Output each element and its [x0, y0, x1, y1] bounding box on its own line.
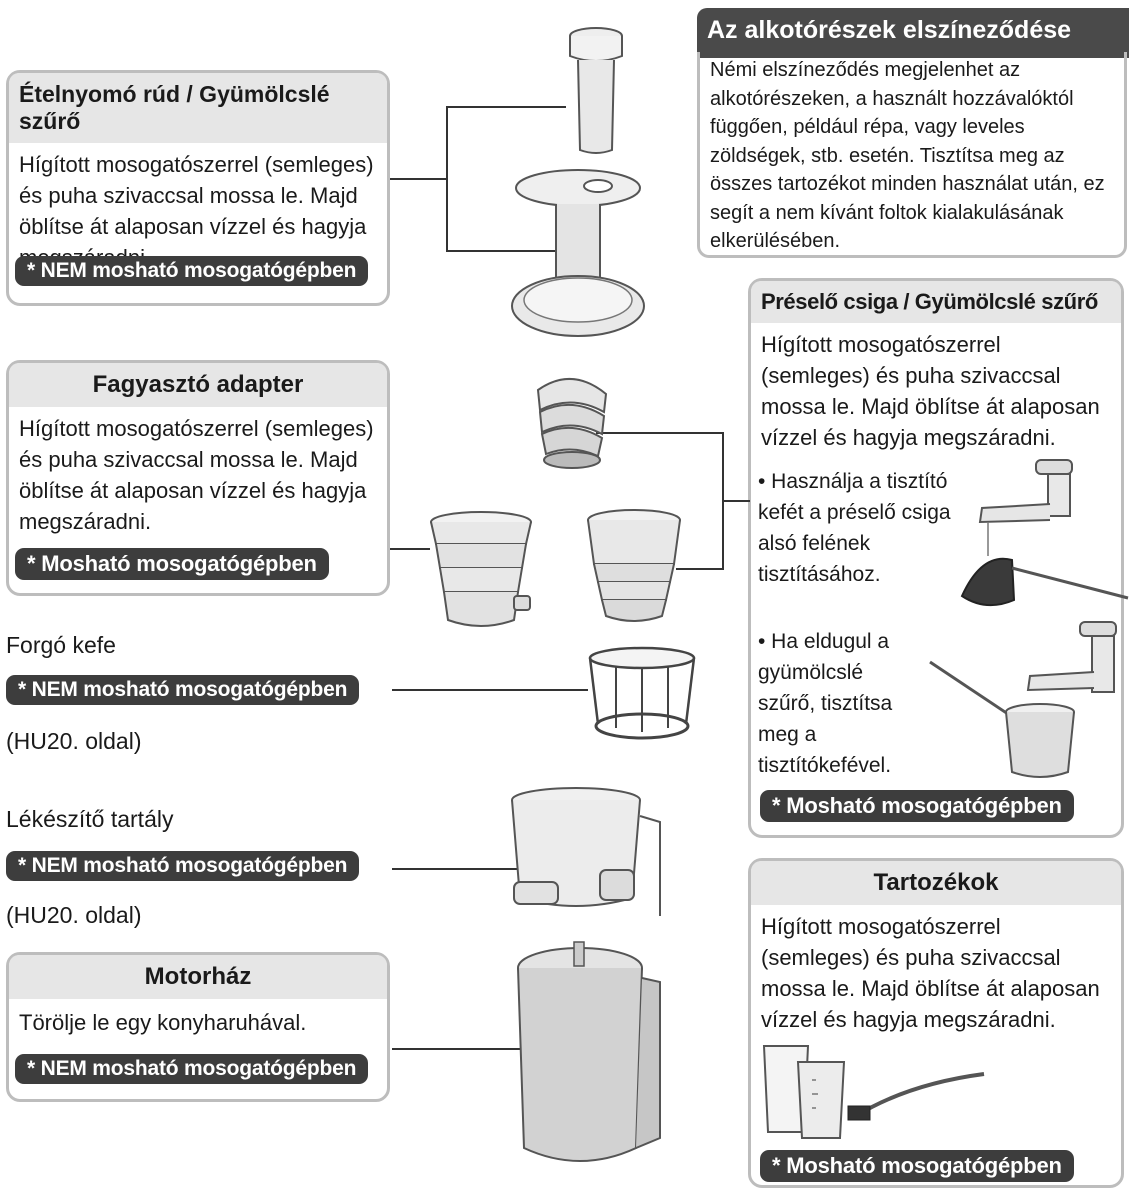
discoloration-title: Az alkotórészek elszíneződése	[707, 16, 1072, 44]
motor-badge: * NEM mosható mosogatógépben	[15, 1054, 369, 1084]
pusher-title: Ételnyomó rúd / Gyümölcslé szűrő	[9, 73, 387, 143]
accessories-text: Hígított mosogatószerrel (semleges) és p…	[761, 914, 1100, 1032]
screw-bullet-2: • Ha eldugul a gyümölcslé szűrő, tisztít…	[758, 630, 893, 777]
motor-base-image	[517, 941, 661, 1162]
juice-strainer-image	[587, 509, 681, 622]
juicing-container-image	[511, 787, 661, 916]
screw-bullet-1: • Használja a tisztító kefét a préselő c…	[758, 470, 951, 586]
freezer-title: Fagyasztó adapter	[9, 363, 387, 407]
motor-title: Motorház	[9, 955, 387, 999]
brush-ref: (HU20. oldal)	[6, 728, 142, 754]
pusher-connector-v	[446, 106, 448, 252]
juicing-screw-image	[536, 377, 608, 469]
brush-connector	[392, 689, 588, 691]
pusher-connector-bot	[446, 250, 568, 252]
screw-connector-box	[722, 500, 750, 502]
food-pusher-image	[569, 27, 623, 154]
pusher-badge: * NEM mosható mosogatógépben	[15, 256, 369, 286]
discoloration-box: Némi elszíneződés megjelenhet az alkotór…	[697, 52, 1127, 258]
lid-strainer-image	[511, 169, 645, 337]
cleaning-brush-image	[847, 1072, 985, 1121]
container-connector	[392, 868, 570, 870]
container-ref: (HU20. oldal)	[6, 902, 142, 928]
accessories-badge: * Mosható mosogatógépben	[760, 1150, 1074, 1182]
container-badge: * NEM mosható mosogatógépben	[6, 851, 360, 881]
pusher-text: Hígított mosogatószerrel (semleges) és p…	[19, 152, 374, 270]
screw-connector-top	[596, 432, 724, 434]
screw-title: Préselő csiga / Gyümölcslé szűrő	[751, 281, 1121, 323]
faucet-strainer-image	[929, 621, 1117, 778]
container-title: Lékészítő tartály	[6, 806, 174, 832]
brush-badge: * NEM mosható mosogatógépben	[6, 675, 360, 705]
brush-title: Forgó kefe	[6, 632, 116, 658]
discoloration-text: Némi elszíneződés megjelenhet az alkotór…	[710, 59, 1105, 252]
freezer-connector	[390, 548, 430, 550]
motor-connector	[392, 1048, 544, 1050]
screw-badge: * Mosható mosogatógépben	[760, 790, 1074, 822]
motor-text: Törölje le egy konyharuhával.	[19, 1010, 307, 1035]
freezer-adapter-image	[430, 511, 532, 627]
freezer-badge: * Mosható mosogatógépben	[15, 548, 329, 580]
discoloration-header: Az alkotórészek elszíneződése	[697, 8, 1129, 58]
pusher-connector-h	[390, 178, 448, 180]
screw-text: Hígított mosogatószerrel (semleges) és p…	[761, 332, 1100, 450]
screw-connector-bot	[676, 568, 724, 570]
accessories-title: Tartozékok	[751, 861, 1121, 905]
pusher-connector-top	[446, 106, 566, 108]
faucet-screw-image	[960, 459, 1129, 607]
rotating-brush-image	[588, 646, 696, 740]
cups-image	[762, 1045, 846, 1139]
freezer-text: Hígított mosogatószerrel (semleges) és p…	[19, 416, 374, 534]
